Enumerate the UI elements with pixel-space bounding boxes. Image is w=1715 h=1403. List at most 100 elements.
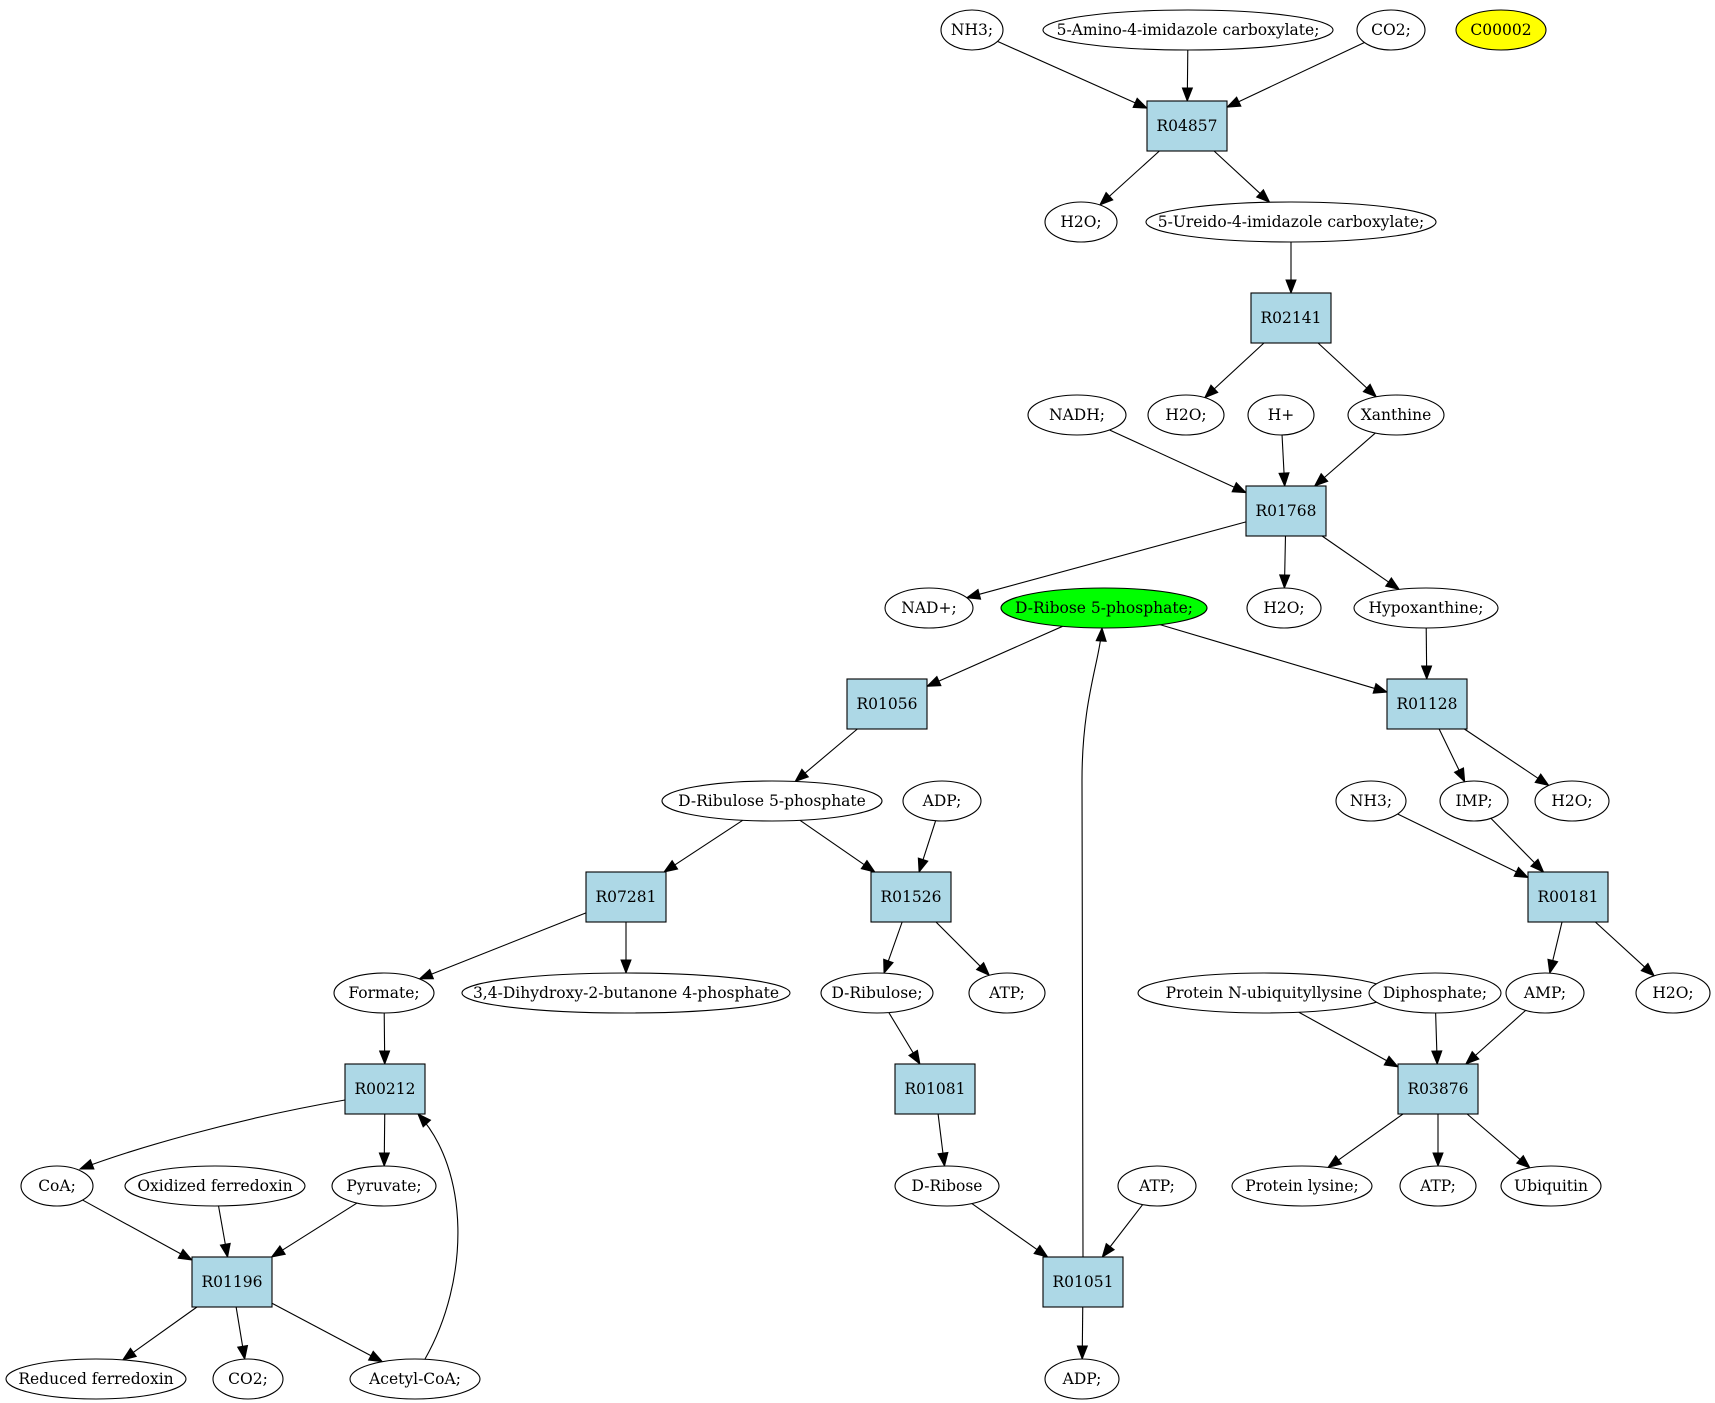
compound-node-h2o_4[interactable]: H2O; bbox=[1534, 780, 1610, 822]
arrowhead bbox=[860, 859, 876, 873]
edge-d_ribulose-to-R01081 bbox=[888, 1012, 921, 1066]
edge-R01768-to-nadplus bbox=[965, 521, 1247, 600]
compound-node-hypoxanthine[interactable]: Hypoxanthine; bbox=[1353, 587, 1499, 629]
compound-node-diphosphate[interactable]: Diphosphate; bbox=[1368, 972, 1502, 1014]
compound-node-prot_lysine[interactable]: Protein lysine; bbox=[1231, 1165, 1373, 1207]
reaction-node-R01081[interactable]: R01081 bbox=[894, 1063, 976, 1115]
reaction-node-R00212[interactable]: R00212 bbox=[344, 1063, 426, 1115]
compound-node-dihydroxybutanone[interactable]: 3,4-Dihydroxy-2-butanone 4-phosphate bbox=[461, 972, 791, 1014]
node-label: Protein N-ubiquityllysine bbox=[1166, 984, 1363, 1002]
compound-node-ribose5p[interactable]: D-Ribose 5-phosphate; bbox=[1000, 587, 1208, 629]
compound-ellipse bbox=[940, 9, 1004, 51]
compound-node-atp_mid[interactable]: ATP; bbox=[968, 972, 1046, 1014]
arrowhead bbox=[417, 1112, 432, 1128]
compound-node-amp[interactable]: AMP; bbox=[1505, 972, 1585, 1014]
compound-node-prot_ubiq[interactable]: Protein N-ubiquityllysine bbox=[1137, 972, 1391, 1014]
arrowhead bbox=[1225, 96, 1242, 108]
compound-node-imp[interactable]: IMP; bbox=[1439, 780, 1509, 822]
edge-nh3_mid-to-R00181 bbox=[1397, 813, 1530, 879]
reaction-node-R01128[interactable]: R01128 bbox=[1386, 678, 1468, 730]
compound-node-pyruvate[interactable]: Pyruvate; bbox=[331, 1165, 437, 1207]
edge-nh3_top-to-R04857 bbox=[997, 40, 1149, 109]
compound-node-adp_mid[interactable]: ADP; bbox=[902, 780, 982, 822]
compound-node-ox_ferredoxin[interactable]: Oxidized ferredoxin bbox=[124, 1165, 306, 1207]
compound-node-xanthine[interactable]: Xanthine bbox=[1347, 394, 1445, 436]
nodes-layer: NH3; 5-Amino-4-imidazole carboxylate; CO2;… bbox=[5, 9, 1711, 1400]
reaction-node-R01526[interactable]: R01526 bbox=[870, 871, 952, 923]
node-label: H+ bbox=[1268, 406, 1295, 424]
reaction-node-R01196[interactable]: R01196 bbox=[191, 1256, 273, 1308]
compound-node-nadh[interactable]: NADH; bbox=[1027, 394, 1127, 436]
reaction-node-R02141[interactable]: R02141 bbox=[1250, 292, 1332, 344]
node-label: Reduced ferredoxin bbox=[18, 1370, 173, 1388]
reaction-node-R01051[interactable]: R01051 bbox=[1042, 1256, 1124, 1308]
edge-line bbox=[1337, 1113, 1404, 1161]
reaction-node-R01056[interactable]: R01056 bbox=[846, 678, 928, 730]
compound-node-amino_imid[interactable]: 5-Amino-4-imidazole carboxylate; bbox=[1042, 9, 1334, 51]
compound-node-c00002[interactable]: C00002 bbox=[1455, 9, 1547, 51]
compound-node-ribulose5p[interactable]: D-Ribulose 5-phosphate bbox=[661, 780, 883, 822]
node-label: Oxidized ferredoxin bbox=[137, 1177, 292, 1195]
edge-line bbox=[937, 1113, 944, 1155]
reaction-node-R01768[interactable]: R01768 bbox=[1245, 485, 1327, 537]
edge-R04857-to-ureido_imid bbox=[1213, 150, 1271, 204]
arrowhead bbox=[1453, 767, 1466, 784]
node-label: ATP; bbox=[988, 984, 1025, 1002]
reaction-node-R04857[interactable]: R04857 bbox=[1146, 100, 1228, 152]
arrowhead bbox=[1640, 962, 1656, 977]
compound-ellipse bbox=[1145, 201, 1437, 243]
compound-node-h2o_2[interactable]: H2O; bbox=[1147, 394, 1225, 436]
compound-node-acetyl_coa[interactable]: Acetyl-CoA; bbox=[349, 1358, 481, 1400]
node-label: R00181 bbox=[1538, 888, 1599, 906]
arrowhead bbox=[1076, 1345, 1089, 1361]
reaction-node-R00181[interactable]: R00181 bbox=[1527, 871, 1609, 923]
edge-R01196-to-acetyl_coa bbox=[271, 1302, 384, 1363]
compound-ellipse bbox=[884, 587, 974, 629]
edge-d_ribose-to-R01051 bbox=[971, 1203, 1049, 1258]
edge-R01128-to-h2o_4 bbox=[1464, 728, 1550, 787]
compound-node-h2o_5[interactable]: H2O; bbox=[1635, 972, 1711, 1014]
edge-R01051-to-adp_bottom bbox=[1076, 1306, 1089, 1361]
compound-node-nh3_mid[interactable]: NH3; bbox=[1335, 780, 1407, 822]
compound-ellipse bbox=[331, 1165, 437, 1207]
compound-node-atp_right[interactable]: ATP; bbox=[1399, 1165, 1477, 1207]
edge-line bbox=[1490, 817, 1536, 864]
arrowhead bbox=[1529, 858, 1545, 873]
compound-node-d_ribose[interactable]: D-Ribose bbox=[894, 1165, 1000, 1207]
compound-node-red_ferredoxin[interactable]: Reduced ferredoxin bbox=[5, 1358, 187, 1400]
edge-line bbox=[132, 1306, 198, 1354]
compound-node-h2o_3[interactable]: H2O; bbox=[1246, 587, 1322, 629]
compound-ellipse bbox=[1635, 972, 1711, 1014]
node-label: D-Ribose bbox=[912, 1177, 983, 1195]
edge-R01196-to-co2_bottom bbox=[235, 1306, 249, 1361]
reaction-box bbox=[870, 871, 952, 923]
edges-layer bbox=[78, 40, 1656, 1363]
compound-node-h2o_1[interactable]: H2O; bbox=[1044, 201, 1118, 243]
edge-ribulose5p-to-R01526 bbox=[799, 819, 876, 873]
compound-node-nh3_top[interactable]: NH3; bbox=[940, 9, 1004, 51]
compound-node-ureido_imid[interactable]: 5-Ureido-4-imidazole carboxylate; bbox=[1145, 201, 1437, 243]
edge-line bbox=[1438, 728, 1460, 772]
edge-R00212-to-pyruvate bbox=[378, 1113, 391, 1168]
compound-node-formate[interactable]: Formate; bbox=[333, 972, 435, 1014]
node-label: NH3; bbox=[1350, 792, 1392, 810]
edge-line bbox=[935, 921, 982, 968]
arrowhead bbox=[1383, 1055, 1400, 1068]
edge-line bbox=[1466, 1113, 1522, 1161]
compound-node-coa[interactable]: CoA; bbox=[20, 1165, 94, 1207]
compound-node-d_ribulose[interactable]: D-Ribulose; bbox=[820, 972, 934, 1014]
reaction-box bbox=[1245, 485, 1327, 537]
compound-node-nadplus[interactable]: NAD+; bbox=[884, 587, 974, 629]
arrowhead bbox=[1095, 626, 1107, 642]
compound-node-ubiquitin[interactable]: Ubiquitin bbox=[1500, 1165, 1602, 1207]
compound-node-hplus[interactable]: H+ bbox=[1247, 394, 1315, 436]
compound-node-adp_bottom[interactable]: ADP; bbox=[1044, 1358, 1120, 1400]
edge-atp_low-to-R01051 bbox=[1101, 1204, 1144, 1259]
compound-node-co2_top[interactable]: CO2; bbox=[1356, 9, 1426, 51]
compound-node-atp_low[interactable]: ATP; bbox=[1117, 1165, 1197, 1207]
edge-line bbox=[417, 1113, 459, 1360]
reaction-node-R07281[interactable]: R07281 bbox=[585, 871, 667, 923]
reaction-node-R03876[interactable]: R03876 bbox=[1397, 1063, 1479, 1115]
compound-node-co2_bottom[interactable]: CO2; bbox=[212, 1358, 284, 1400]
edge-line bbox=[1081, 627, 1103, 1258]
